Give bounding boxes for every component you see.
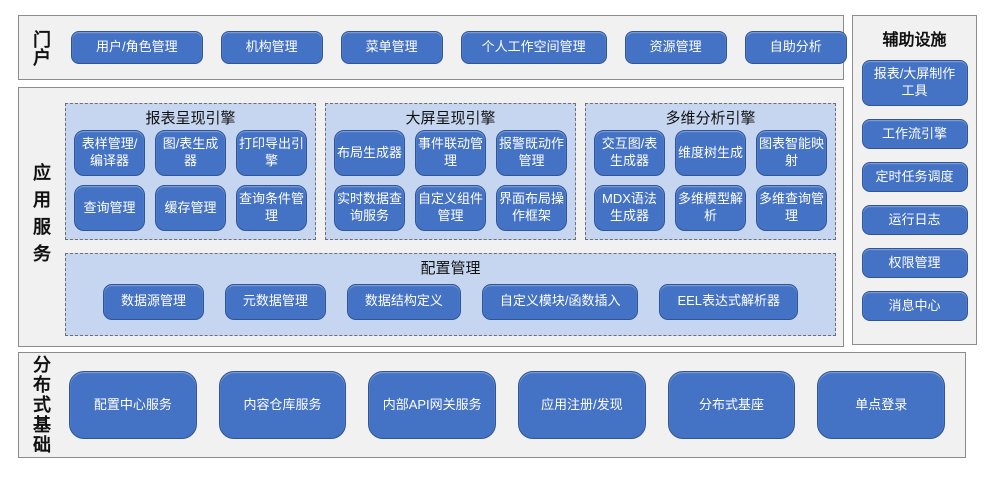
olap-engine-group-title: 多维分析引擎: [665, 110, 756, 127]
config-node-row: 数据源管理 元数据管理 数据结构定义 自定义模块/函数插入 EEL表达式解析器: [74, 280, 827, 327]
auxiliary-node: 运行日志: [861, 205, 968, 235]
app-services-section: 应用服务 报表呈现引擎 表样管理/编译器 图/表生成器 打印导出引擎 查询管理 …: [18, 87, 844, 347]
config-node: 元数据管理: [224, 283, 326, 320]
dashboard-engine-group-title: 大屏呈现引擎: [405, 110, 496, 127]
portal-node-row: 用户/角色管理 机构管理 菜单管理 个人工作空间管理 资源管理 自助分析: [63, 16, 869, 79]
engine-node: 自定义组件管理: [415, 185, 486, 232]
engine-groups-row: 报表呈现引擎 表样管理/编译器 图/表生成器 打印导出引擎 查询管理 缓存管理 …: [65, 103, 836, 241]
portal-node: 菜单管理: [340, 31, 443, 64]
engine-node: 打印导出引擎: [236, 130, 307, 177]
engine-node: 界面布局操作框架: [496, 185, 567, 232]
auxiliary-node: 工作流引擎: [861, 119, 968, 149]
engine-node: 查询管理: [74, 185, 145, 232]
engine-node: 实时数据查询服务: [334, 185, 405, 232]
config-node: EEL表达式解析器: [659, 283, 799, 320]
app-services-content: 报表呈现引擎 表样管理/编译器 图/表生成器 打印导出引擎 查询管理 缓存管理 …: [63, 88, 843, 346]
portal-node: 资源管理: [624, 31, 727, 64]
app-services-label-column: 应用服务: [19, 88, 63, 346]
auxiliary-title: 辅助设施: [882, 32, 947, 49]
report-engine-group-title: 报表呈现引擎: [145, 110, 236, 127]
engine-node: 图表智能映射: [756, 130, 827, 177]
config-node: 数据结构定义: [346, 283, 461, 320]
engine-node: 布局生成器: [334, 130, 405, 177]
engine-node: 多维查询管理: [756, 185, 827, 232]
portal-section: 门户 用户/角色管理 机构管理 菜单管理 个人工作空间管理 资源管理 自助分析: [18, 15, 847, 80]
app-services-label: 应用服务: [31, 163, 51, 271]
engine-node: 维度树生成: [675, 130, 746, 177]
portal-label: 门户: [31, 29, 51, 66]
config-node: 数据源管理: [102, 283, 204, 320]
portal-node: 用户/角色管理: [71, 31, 203, 64]
engine-node: 表样管理/编译器: [74, 130, 145, 177]
engine-node: 查询条件管理: [236, 185, 307, 232]
foundation-node: 配置中心服务: [69, 371, 197, 439]
olap-engine-grid: 交互图/表生成器 维度树生成 图表智能映射 MDX语法生成器 多维模型解析 多维…: [594, 130, 827, 232]
auxiliary-section: 辅助设施 报表/大屏制作工具 工作流引擎 定时任务调度 运行日志 权限管理 消息…: [852, 15, 977, 345]
engine-node: 图/表生成器: [155, 130, 226, 177]
config-group-title: 配置管理: [420, 260, 481, 278]
config-node: 自定义模块/函数插入: [481, 283, 639, 320]
portal-label-column: 门户: [19, 16, 63, 79]
portal-node: 个人工作空间管理: [460, 31, 607, 64]
auxiliary-node: 定时任务调度: [861, 162, 968, 192]
foundation-node: 应用注册/发现: [518, 371, 646, 439]
report-engine-grid: 表样管理/编译器 图/表生成器 打印导出引擎 查询管理 缓存管理 查询条件管理: [74, 130, 307, 232]
foundation-label-column: 分布式基础: [19, 353, 63, 457]
portal-node: 机构管理: [220, 31, 323, 64]
engine-node: 事件联动管理: [415, 130, 486, 177]
auxiliary-node: 权限管理: [861, 248, 968, 278]
foundation-node: 内容仓库服务: [218, 371, 347, 439]
engine-node: 报警既动作管理: [496, 130, 567, 177]
auxiliary-node: 报表/大屏制作工具: [861, 60, 968, 106]
engine-node: MDX语法生成器: [594, 185, 665, 232]
report-engine-group: 报表呈现引擎 表样管理/编译器 图/表生成器 打印导出引擎 查询管理 缓存管理 …: [65, 103, 316, 241]
auxiliary-node: 消息中心: [861, 291, 968, 321]
foundation-node: 分布式基座: [667, 371, 796, 439]
portal-node: 自助分析: [744, 31, 847, 64]
foundation-label: 分布式基础: [31, 355, 51, 455]
dashboard-engine-grid: 布局生成器 事件联动管理 报警既动作管理 实时数据查询服务 自定义组件管理 界面…: [334, 130, 567, 232]
foundation-node: 内部API网关服务: [368, 371, 497, 439]
foundation-section: 分布式基础 配置中心服务 内容仓库服务 内部API网关服务 应用注册/发现 分布…: [18, 352, 966, 458]
foundation-node: 单点登录: [817, 371, 946, 439]
engine-node: 交互图/表生成器: [594, 130, 665, 177]
engine-node: 多维模型解析: [675, 185, 746, 232]
olap-engine-group: 多维分析引擎 交互图/表生成器 维度树生成 图表智能映射 MDX语法生成器 多维…: [585, 103, 836, 241]
engine-node: 缓存管理: [155, 185, 226, 232]
config-group: 配置管理 数据源管理 元数据管理 数据结构定义 自定义模块/函数插入 EEL表达…: [65, 253, 836, 336]
dashboard-engine-group: 大屏呈现引擎 布局生成器 事件联动管理 报警既动作管理 实时数据查询服务 自定义…: [325, 103, 576, 241]
foundation-node-row: 配置中心服务 内容仓库服务 内部API网关服务 应用注册/发现 分布式基座 单点…: [63, 353, 965, 457]
